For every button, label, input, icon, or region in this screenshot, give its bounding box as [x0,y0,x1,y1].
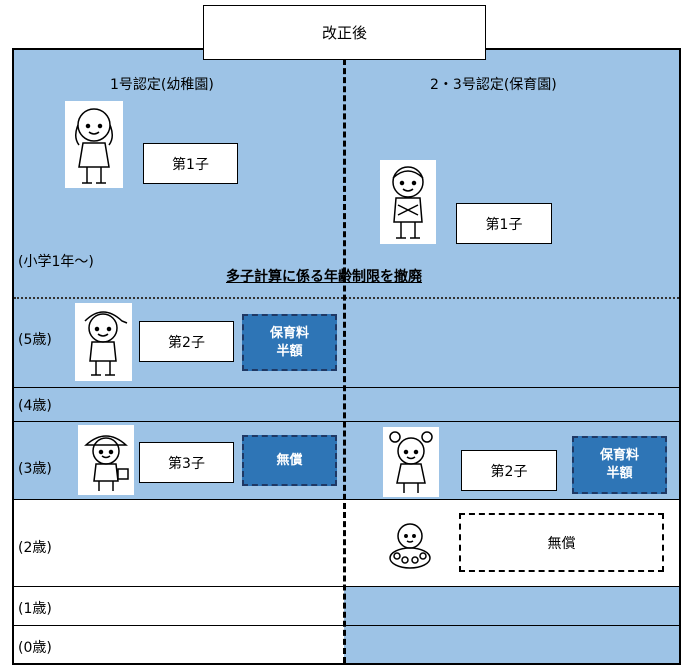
right-half-fee-line1: 保育料 [599,448,639,463]
age-label-0: (0歳) [18,640,52,656]
divider-age2-age1 [14,586,679,587]
half-fee-line2: 半額 [276,343,303,359]
left-free-badge: 無償 [242,435,337,486]
left-first-child-box: 第1子 [143,143,238,184]
right-half-fee-line2: 半額 [606,466,633,481]
right-free-box: 無償 [459,513,664,572]
left-second-child-box: 第2子 [139,321,234,362]
right-first-child-box: 第1子 [456,203,552,244]
divider-age5-age4 [14,387,679,388]
boy-cap-icon [75,303,132,381]
left-first-child-label: 第1子 [172,156,209,173]
title-text: 改正後 [321,24,367,42]
age-label-2: (2歳) [18,540,52,556]
column-header-right: 2・3号認定(保育園) [430,77,557,93]
divider-age4-age3 [14,421,679,422]
age-label-elementary: (小学1年〜) [18,254,94,270]
child-hat-bag-icon [78,425,134,495]
age-label-3: (3歳) [18,461,52,477]
right-first-child-label: 第1子 [485,216,523,233]
band-age0-left [14,625,344,663]
divider-age1-age0 [14,625,679,626]
half-fee-line1: 保育料 [269,325,309,341]
age-label-4: (4歳) [18,398,52,414]
left-third-child-box: 第3子 [139,442,234,483]
divider-elementary-age5 [14,297,679,299]
band-age1-right [344,586,679,625]
band-age2-left [14,499,344,586]
age-limit-abolished-note: 多子計算に係る年齢制限を撤廃 [226,269,422,285]
band-age1-left [14,586,344,625]
band-age0-right [344,625,679,663]
right-free-label: 無償 [547,535,576,552]
title-box: 改正後 [203,5,486,60]
baby-icon [385,518,435,572]
divider-age3-age2 [14,499,679,500]
band-age4 [14,387,679,421]
right-half-fee-badge: 保育料 半額 [572,436,667,494]
band-header-elementary [14,50,679,297]
column-divider [343,50,346,663]
age-label-5: (5歳) [18,332,52,348]
left-half-fee-badge: 保育料 半額 [242,314,337,371]
right-second-child-label: 第2子 [490,463,528,480]
girl-flowers-icon [383,427,439,497]
right-second-child-box: 第2子 [461,450,557,491]
boy-first-child-icon [380,160,436,244]
girl-pigtails-icon [65,101,123,188]
left-free-label: 無償 [276,452,303,468]
age-label-1: (1歳) [18,601,52,617]
column-header-left: 1号認定(幼稚園) [110,77,214,93]
left-third-child-label: 第3子 [168,455,205,472]
left-second-child-label: 第2子 [168,334,205,351]
